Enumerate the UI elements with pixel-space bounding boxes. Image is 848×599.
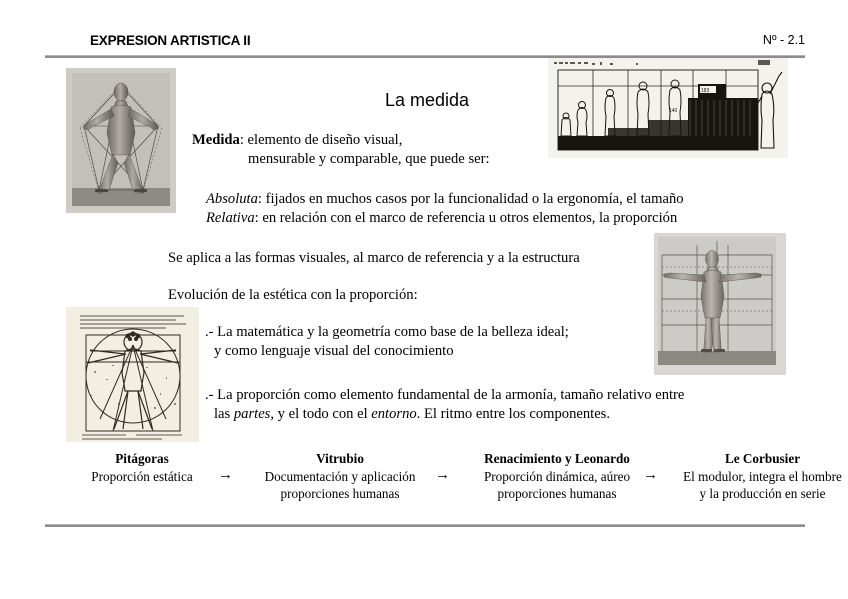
timeline-line: y la producción en serie — [699, 486, 826, 501]
header-divider-rule — [45, 55, 805, 58]
modulor-panel-image: 183 140 226 — [548, 58, 788, 158]
proportion-timeline: Pitágoras Proporción estática → Vitrubio… — [62, 450, 842, 505]
timeline-line: proporciones humanas — [280, 486, 400, 501]
aplica-line: Se aplica a las formas visuales, al marc… — [168, 250, 580, 266]
timeline-body: Proporción dinámica, aúreo proporciones … — [462, 468, 652, 503]
svg-text:140: 140 — [669, 108, 678, 114]
absoluta-label: Absoluta — [206, 191, 258, 207]
timeline-column-renacimiento: Renacimiento y Leonardo Proporción dinám… — [462, 450, 652, 503]
timeline-heading: Renacimiento y Leonardo — [484, 451, 630, 466]
relativa-line: Relativa: en relación con el marco de re… — [206, 209, 677, 228]
grid-proportion-figure-image — [654, 233, 786, 375]
svg-text:183: 183 — [701, 88, 710, 94]
absoluta-text: : fijados en muchos casos por la funcion… — [257, 191, 684, 207]
arrow-right-icon: → — [643, 467, 658, 483]
timeline-heading: Pitágoras — [115, 451, 169, 466]
vitruvian-man-image — [66, 307, 199, 442]
bullet-2-mid: , y el todo con el — [270, 406, 372, 422]
arrow-right-icon: → — [435, 467, 450, 483]
timeline-line: El modulor, integra el hombre — [683, 468, 842, 484]
timeline-column-le-corbusier: Le Corbusier El modulor, integra el homb… — [670, 450, 848, 503]
bullet-2-italic-entorno: entorno — [371, 406, 417, 422]
bullet-1-line-1: .- La matemática y la geometría como bas… — [205, 324, 569, 340]
timeline-body: Documentación y aplicación proporciones … — [240, 468, 440, 503]
page-title: La medida — [385, 90, 470, 110]
timeline-column-pitagoras: Pitágoras Proporción estática — [62, 450, 222, 485]
page-header-title: EXPRESION ARTISTICA II — [90, 33, 251, 48]
timeline-heading: Vitrubio — [316, 451, 364, 466]
timeline-line: Proporción estática — [91, 468, 193, 484]
timeline-column-vitrubio: Vitrubio Documentación y aplicación prop… — [240, 450, 440, 503]
definition-term: Medida — [192, 132, 240, 148]
pentagram-figure-image — [66, 68, 176, 213]
bullet-1-line-2: y como lenguaje visual del conocimiento — [214, 343, 454, 359]
relativa-text: : en relación con el marco de referencia… — [254, 210, 678, 226]
page-number-label: Nº - 2.1 — [762, 33, 805, 47]
timeline-line: Proporción dinámica, aúreo — [483, 468, 631, 484]
definition-line-2: mensurable y comparable, que puede ser: — [248, 151, 490, 167]
arrow-right-icon: → — [218, 467, 233, 483]
timeline-line: Documentación y aplicación — [264, 468, 416, 484]
bullet-2-pre: las — [214, 406, 234, 422]
bullet-2-line-2: las partes, y el todo con el entorno. El… — [214, 405, 610, 424]
svg-text:226: 226 — [730, 124, 739, 130]
bullet-2-italic-partes: partes — [233, 406, 271, 422]
relativa-label: Relativa — [206, 210, 255, 226]
bullet-2-post: . El ritmo entre los componentes. — [416, 406, 611, 422]
definition-term-rest: : elemento de diseño visual, — [239, 132, 403, 148]
evolucion-line: Evolución de la estética con la proporci… — [168, 287, 418, 303]
absoluta-line: Absoluta: fijados en muchos casos por la… — [206, 190, 684, 209]
timeline-body: El modulor, integra el hombre y la produ… — [670, 468, 848, 503]
bullet-2-line-1: .- La proporción como elemento fundament… — [205, 387, 685, 403]
definition-line-1: Medida: elemento de diseño visual, — [192, 131, 402, 150]
timeline-line: proporciones humanas — [497, 486, 617, 501]
timeline-heading: Le Corbusier — [724, 451, 801, 466]
footer-divider-rule — [45, 524, 805, 527]
timeline-body: Proporción estática — [62, 468, 222, 486]
